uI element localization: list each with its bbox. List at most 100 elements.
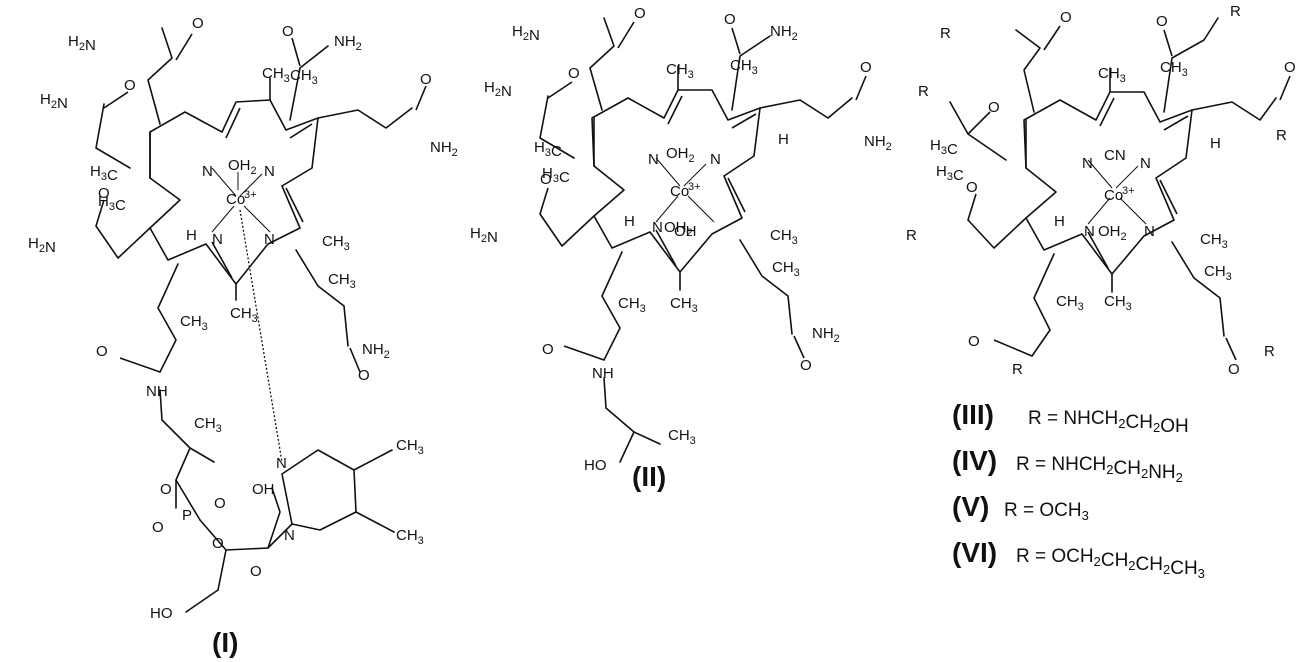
atom-label: N: [264, 231, 275, 248]
cobalt-charge: 3+: [244, 189, 257, 201]
atom-label: H: [186, 227, 197, 244]
atom-label: O: [988, 99, 1000, 116]
atom-label: H3C: [542, 165, 570, 186]
atom-label: CN: [1104, 147, 1126, 164]
atom-label: NH: [592, 365, 614, 382]
atom-label: R: [906, 227, 917, 244]
atom-label: H2N: [28, 235, 56, 256]
atom-label: CH3: [262, 65, 290, 85]
atom-label: CH3: [290, 67, 318, 87]
atom-label: CH3: [670, 295, 698, 315]
structure-III-VI: [949, 17, 1291, 361]
atom-label: CH3: [396, 437, 424, 457]
atom-label: NH2: [362, 341, 390, 361]
atom-label: O: [214, 495, 226, 512]
atom-label: R: [940, 25, 951, 42]
structure-II: [539, 17, 867, 463]
atom-label: CH3: [1200, 231, 1228, 251]
atom-label: O: [968, 333, 980, 350]
atom-label: O: [192, 15, 204, 32]
atom-label: H3C: [936, 163, 964, 184]
atom-label: H: [1054, 213, 1065, 230]
atom-label: CH3: [396, 527, 424, 547]
atom-label: H2N: [484, 79, 512, 100]
atom-label: O: [250, 563, 262, 580]
atom-label: N: [264, 163, 275, 180]
legend-III: R = NHCH2CH2OH: [1028, 408, 1189, 437]
atom-label: NH2: [770, 23, 798, 43]
atom-label: O: [634, 5, 646, 22]
atom-label: N: [1144, 223, 1155, 240]
atom-label: CH3: [1204, 263, 1232, 283]
atom-label: H: [624, 213, 635, 230]
atom-label: CH3: [1104, 293, 1132, 313]
atom-label: H: [1210, 135, 1221, 152]
atom-label: R: [918, 83, 929, 100]
legend-V: R = OCH3: [1004, 500, 1089, 523]
atom-label: H3C: [930, 137, 958, 158]
atom-label: N: [1084, 223, 1095, 240]
atom-label: CH3: [668, 427, 696, 447]
atom-label: H3C: [98, 193, 126, 214]
compound-label-I: (I): [212, 627, 238, 658]
legend-VI: R = OCH2CH2CH2CH3: [1016, 546, 1205, 581]
atom-label: R: [1264, 343, 1275, 360]
atom-label: NH2: [430, 139, 458, 159]
atom-label: CH3: [328, 271, 356, 291]
atom-label: R: [1276, 127, 1287, 144]
atom-label: O: [568, 65, 580, 82]
atom-label: H3C: [90, 163, 118, 184]
compound-label-V: (V): [952, 491, 989, 522]
atom-label: O: [860, 59, 872, 76]
atom-label: CH3: [1160, 59, 1188, 79]
atom-label: OH2: [228, 157, 257, 177]
atom-label: O: [124, 77, 136, 94]
atom-label: O: [160, 481, 172, 498]
atom-label: H3C: [534, 139, 562, 160]
atom-label: CH3: [1098, 65, 1126, 85]
atom-label: NH2: [864, 133, 892, 153]
atom-label: R: [1230, 3, 1241, 20]
atom-label: Co: [1104, 187, 1123, 204]
atom-label: CH3: [230, 305, 258, 325]
atom-label: O: [540, 171, 552, 188]
atom-label: CH3: [666, 61, 694, 81]
atom-label: N: [1082, 155, 1093, 172]
compound-label-II: (II): [632, 461, 666, 492]
atom-label: O: [1284, 59, 1296, 76]
atom-label: H2N: [68, 33, 96, 54]
atom-label: N: [652, 219, 663, 236]
atom-label: O: [542, 341, 554, 358]
atom-label: N: [1140, 155, 1151, 172]
atom-label: H2N: [40, 91, 68, 112]
atom-label: NH2: [334, 33, 362, 53]
atom-label: O: [800, 357, 812, 374]
atom-label: N: [710, 151, 721, 168]
atom-label: OH: [252, 481, 275, 498]
atom-label: CH3: [770, 227, 798, 247]
cobalt-charge: 3+: [1122, 185, 1135, 197]
atom-label: HO: [584, 457, 607, 474]
atom-label: O: [358, 367, 370, 384]
atom-label: R: [1012, 361, 1023, 378]
atom-label: CH3: [1056, 293, 1084, 313]
atom-label: NH2: [812, 325, 840, 345]
atom-label: CH3: [618, 295, 646, 315]
atom-label: CH3: [730, 57, 758, 77]
atom-label: O: [98, 185, 110, 202]
atom-label: CH3: [180, 313, 208, 333]
atom-label: O: [152, 519, 164, 536]
structure-I: [95, 27, 427, 613]
r-group-legend: (III) R = NHCH2CH2OH (IV) R = NHCH2CH2NH…: [952, 399, 1205, 581]
atom-label: N: [202, 163, 213, 180]
atom-label: O: [1228, 361, 1240, 378]
atom-label: O: [282, 23, 294, 40]
atom-label: O: [212, 535, 224, 552]
atom-label: O: [1156, 13, 1168, 30]
atom-label: NH: [146, 383, 168, 400]
atom-label: H: [778, 131, 789, 148]
atom-label: OH: [674, 223, 697, 240]
cobalt-charge: 3+: [688, 181, 701, 193]
atom-label: O: [966, 179, 978, 196]
